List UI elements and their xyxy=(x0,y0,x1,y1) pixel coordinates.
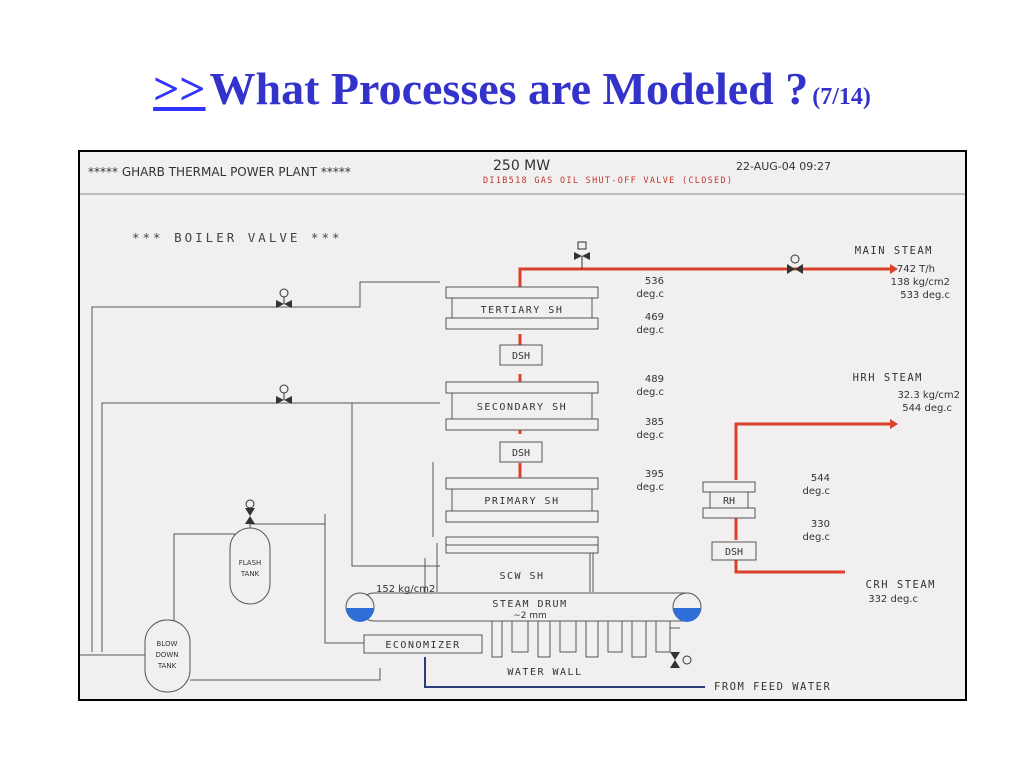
page-indicator: (7/14) xyxy=(812,84,871,110)
svg-text:DSH: DSH xyxy=(725,547,743,558)
datetime: 22-AUG-04 09:27 xyxy=(736,160,831,173)
water-wall-tubes xyxy=(491,621,671,658)
hrh-steam-pressure: 32.3 kg/cm2 xyxy=(897,390,960,401)
svg-text:536: 536 xyxy=(645,276,664,287)
nav-link[interactable]: >> xyxy=(153,63,206,114)
main-steam-flow: 742 T/h xyxy=(897,264,935,275)
svg-text:BLOW: BLOW xyxy=(157,640,178,648)
feed-water-label: FROM FEED WATER xyxy=(714,681,831,693)
main-steam-label: MAIN STEAM xyxy=(855,245,933,257)
water-wall-label: WATER WALL xyxy=(507,667,582,678)
valve-feed-water[interactable] xyxy=(670,652,692,668)
plant-mw: 250 MW xyxy=(493,158,550,174)
main-steam-arrow xyxy=(890,264,898,274)
dsh-3: DSH xyxy=(711,541,757,561)
crh-steam-label: CRH STEAM xyxy=(866,579,936,591)
main-steam-temp: 533 deg.c xyxy=(900,290,950,301)
boiler-diagram: ***** GHARB THERMAL POWER PLANT ***** 25… xyxy=(80,158,965,693)
valve-tertiary-bypass[interactable] xyxy=(276,288,292,308)
drum-pressure: 152 kg/cm2 xyxy=(376,584,435,595)
svg-text:TERTIARY SH: TERTIARY SH xyxy=(481,305,564,316)
svg-text:489: 489 xyxy=(645,374,664,385)
svg-text:deg.c: deg.c xyxy=(802,486,830,497)
svg-text:deg.c: deg.c xyxy=(636,482,664,493)
svg-text:TANK: TANK xyxy=(157,662,177,670)
title-text: What Processes are Modeled ? xyxy=(209,63,809,114)
svg-text:deg.c: deg.c xyxy=(636,387,664,398)
svg-text:deg.c: deg.c xyxy=(636,325,664,336)
hrh-steam-arrow xyxy=(890,419,898,429)
svg-text:395: 395 xyxy=(645,469,664,480)
svg-text:DSH: DSH xyxy=(512,351,530,362)
boiler-diagram-panel: ***** GHARB THERMAL POWER PLANT ***** 25… xyxy=(78,150,967,701)
svg-text:SECONDARY SH: SECONDARY SH xyxy=(477,402,567,413)
svg-text:SCW SH: SCW SH xyxy=(499,571,544,582)
svg-text:PRIMARY SH: PRIMARY SH xyxy=(484,496,559,507)
svg-text:RH: RH xyxy=(723,496,735,507)
outlet-labels: MAIN STEAM 742 T/h 138 kg/cm2 533 deg.c … xyxy=(853,245,960,605)
svg-text:DOWN: DOWN xyxy=(155,651,178,659)
feed-water-line xyxy=(424,657,705,688)
svg-text:~2 mm: ~2 mm xyxy=(513,611,547,621)
svg-text:544: 544 xyxy=(811,473,830,484)
svg-text:deg.c: deg.c xyxy=(636,289,664,300)
economizer: ECONOMIZER xyxy=(363,634,483,654)
svg-text:330: 330 xyxy=(811,519,830,530)
plant-name: ***** GHARB THERMAL POWER PLANT ***** xyxy=(88,165,351,179)
secondary-superheater: SECONDARY SH xyxy=(445,381,599,431)
alarm-message: DI1B518 GAS OIL SHUT-OFF VALVE (CLOSED) xyxy=(483,176,733,186)
svg-text:TANK: TANK xyxy=(240,570,260,578)
svg-text:deg.c: deg.c xyxy=(802,532,830,543)
drum-level-right xyxy=(673,608,701,622)
svg-text:deg.c: deg.c xyxy=(636,430,664,441)
hrh-steam-temp: 544 deg.c xyxy=(902,403,952,414)
svg-text:FLASH: FLASH xyxy=(239,559,262,567)
drum-level-left xyxy=(346,608,374,622)
dsh-1: DSH xyxy=(499,344,543,366)
tertiary-superheater: TERTIARY SH xyxy=(445,286,599,330)
steam-drum: STEAM DRUM ~2 mm xyxy=(345,592,702,622)
valve-flash-tank[interactable] xyxy=(245,499,255,524)
flash-tank: FLASH TANK xyxy=(229,527,271,605)
main-steam-pressure: 138 kg/cm2 xyxy=(891,277,950,288)
temperature-readouts: 536 deg.c 469 deg.c 489 deg.c 385 deg.c … xyxy=(636,276,830,543)
steam-lines xyxy=(518,267,890,574)
reheater: RH xyxy=(702,481,756,519)
valve-secondary-bypass[interactable] xyxy=(276,384,292,404)
hrh-steam-label: HRH STEAM xyxy=(853,372,923,384)
svg-text:STEAM DRUM: STEAM DRUM xyxy=(492,599,567,610)
primary-superheater: PRIMARY SH xyxy=(445,477,599,523)
svg-text:469: 469 xyxy=(645,312,664,323)
svg-text:DSH: DSH xyxy=(512,448,530,459)
section-label: *** BOILER VALVE *** xyxy=(132,230,343,245)
slide-title: >> What Processes are Modeled ? (7/14) xyxy=(0,62,1024,115)
scw-superheater: SCW SH xyxy=(445,536,599,582)
dsh-2: DSH xyxy=(499,441,543,463)
blow-down-tank: BLOW DOWN TANK xyxy=(144,619,191,693)
valve-main-steam[interactable] xyxy=(787,254,803,274)
svg-text:ECONOMIZER: ECONOMIZER xyxy=(385,640,460,651)
crh-steam-temp: 332 deg.c xyxy=(868,594,918,605)
svg-text:385: 385 xyxy=(645,417,664,428)
valve-safety-top[interactable] xyxy=(574,241,590,269)
